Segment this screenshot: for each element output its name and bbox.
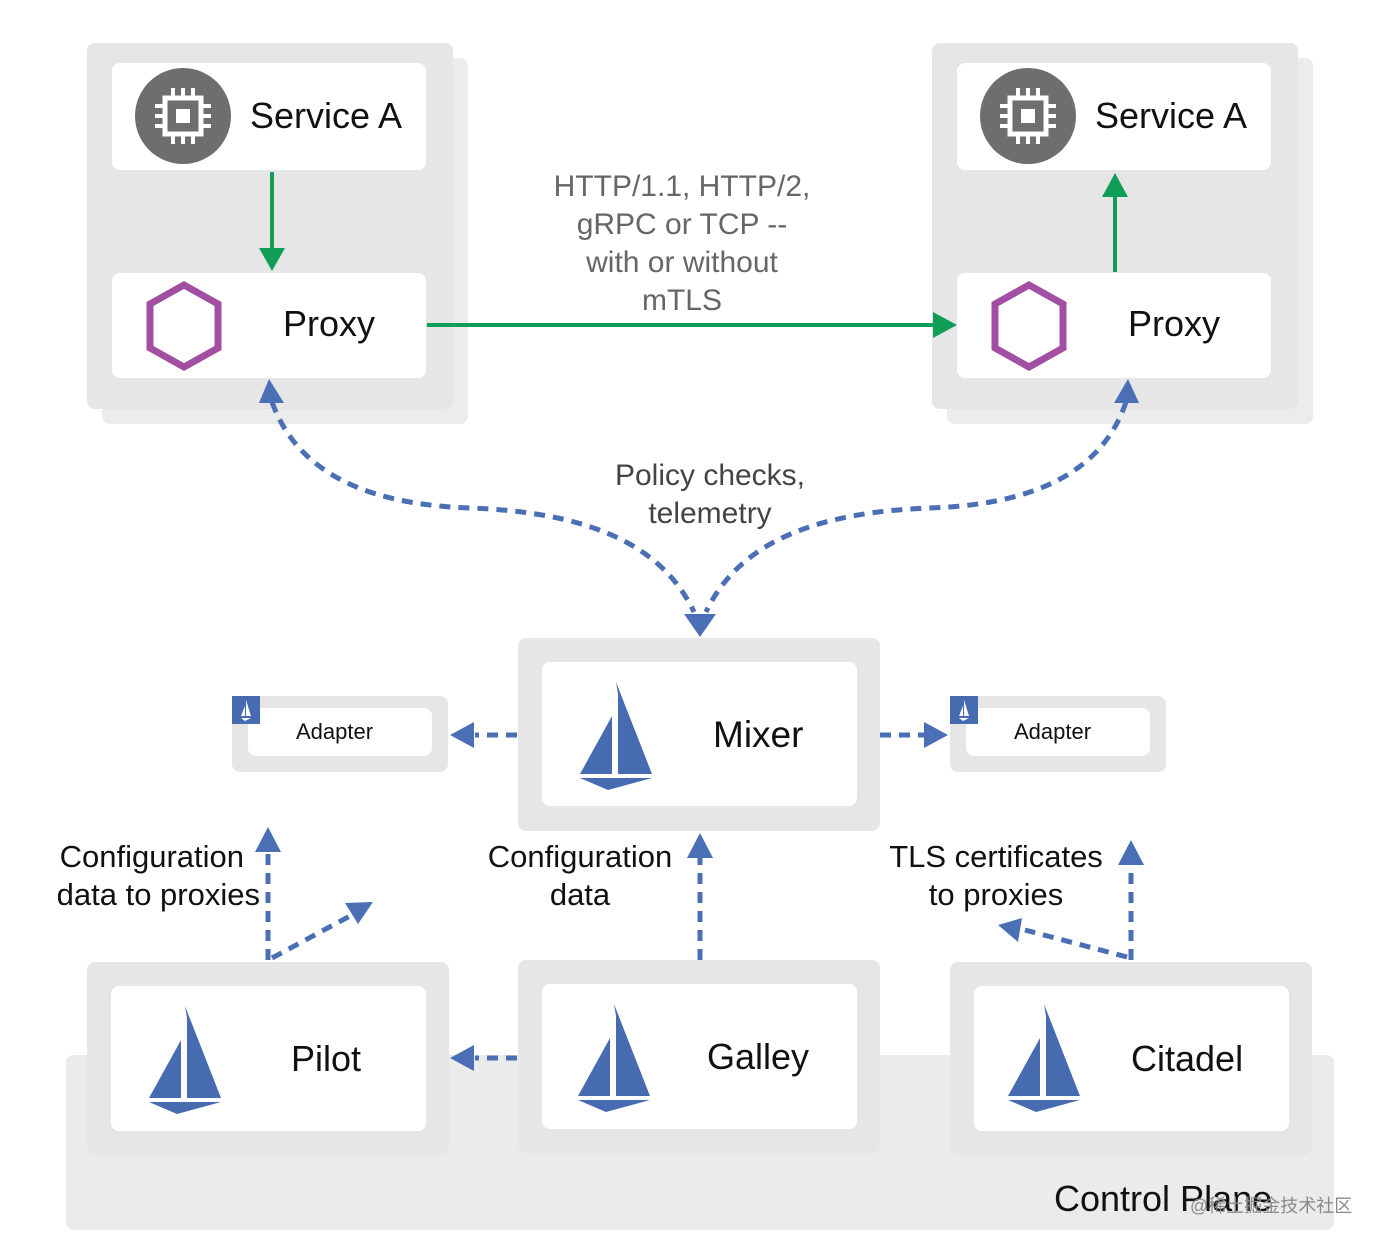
chip-icon [135,68,231,164]
arrow-pilot-to-proxies [255,827,373,961]
galley-note: Configuration data [470,838,690,914]
citadel-note-line: TLS certificates [889,839,1103,874]
mixer-label: Mixer [713,714,804,755]
galley-label: Galley [707,1036,810,1077]
policy-note-line: telemetry [648,497,772,530]
pilot-card[interactable]: Pilot [111,986,426,1131]
citadel-note-line: to proxies [928,877,1064,912]
galley-note-line: Configuration [487,839,673,874]
galley-card[interactable]: Galley [542,984,857,1129]
galley-note-line: data [549,877,611,912]
right-proxy-label: Proxy [1128,303,1221,344]
right-proxy-card[interactable]: Proxy [957,273,1271,378]
control-plane-title: Control Plane [1054,1178,1273,1219]
arrow-mixer-to-adapter-left [450,722,517,748]
protocol-note-line: gRPC or TCP -- [576,208,788,241]
istio-sail-icon [950,696,978,724]
istio-sail-icon [1006,1002,1082,1114]
adapter-right-label: Adapter [1014,719,1092,744]
hexagon-icon [142,279,226,373]
pilot-label: Pilot [291,1038,362,1079]
pilot-note-line: Configuration [59,839,244,874]
protocol-note-line: with or without [586,246,778,279]
arrow-galley-to-mixer [687,833,713,960]
istio-sail-icon [576,1002,652,1114]
left-proxy-card[interactable]: Proxy [112,273,426,378]
istio-sail-icon [232,696,260,724]
adapter-left-card[interactable]: Adapter [248,708,432,756]
citadel-note: TLS certificates to proxies [876,838,1116,914]
protocol-note-line: mTLS [641,284,722,317]
hexagon-icon [987,279,1071,373]
watermark: @稀土掘金技术社区 [1190,1196,1353,1216]
right-service-card[interactable]: Service A [957,63,1271,170]
policy-note-line: Policy checks, [614,459,806,492]
left-proxy-label: Proxy [283,303,376,344]
citadel-label: Citadel [1131,1038,1244,1079]
arrow-policy-head-mixer [684,614,716,637]
arrow-mixer-to-adapter-right [880,722,948,748]
left-service-label: Service A [250,95,403,136]
mixer-card[interactable]: Mixer [542,662,857,806]
adapter-right-card[interactable]: Adapter [966,708,1150,756]
citadel-card[interactable]: Citadel [974,986,1289,1131]
adapter-left-label: Adapter [296,719,374,744]
istio-sail-icon [578,680,654,792]
policy-note: Policy checks, telemetry [560,457,860,533]
protocol-note: HTTP/1.1, HTTP/2, gRPC or TCP -- with or… [512,168,852,320]
protocol-note-line: HTTP/1.1, HTTP/2, [553,170,811,203]
right-service-label: Service A [1095,95,1248,136]
pilot-note: Configuration data to proxies [30,838,260,914]
chip-icon [980,68,1076,164]
pilot-note-line: data to proxies [56,877,260,912]
left-service-card[interactable]: Service A [112,63,426,170]
istio-sail-icon [147,1004,223,1116]
